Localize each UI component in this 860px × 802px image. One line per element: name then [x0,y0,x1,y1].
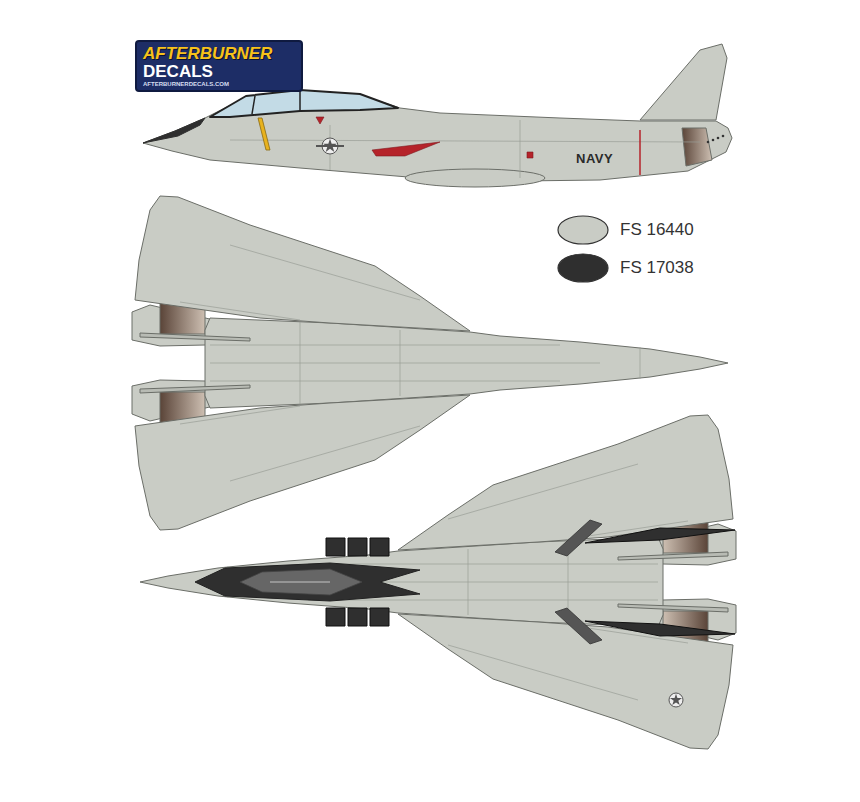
weapon-pallet [370,538,389,556]
legend-entry: FS 16440 [555,214,694,246]
vertical-fin-edge [140,333,250,341]
color-swatch [555,252,611,284]
vent-dot [712,139,715,142]
anti-glare-panel [143,118,205,143]
swatch-ellipse [558,216,608,244]
ventral-fin [585,621,735,636]
engine-nozzle [682,128,712,166]
flap-line [448,464,638,519]
fuselage-plan [205,318,728,408]
panel-line [210,381,560,382]
logo-word: AFTERBURNER [143,45,295,63]
glove-fairing [555,520,602,556]
drop-tank [405,169,545,187]
flap-line [230,245,420,300]
web-address: AFTERBURNERDECALS.COM [143,81,295,87]
national-insignia [669,693,683,707]
warning-mark [316,117,324,124]
legend-text: FS 16440 [620,220,694,240]
canopy-frame [299,91,301,111]
canopy [210,90,398,117]
weapon-pallet [326,608,345,626]
insignia-star [670,694,682,705]
vent-dot [722,135,725,138]
swept-wing [135,395,470,530]
weapon-pallet [326,538,345,556]
vertical-fin [640,44,727,120]
bottom-view [140,415,736,749]
panel-line [300,322,301,404]
fuselage-marking: NAVY [576,151,613,166]
swept-wing [135,196,470,331]
panel-line [210,345,560,346]
panel-line [308,564,658,565]
glove-fairing [555,608,602,644]
panel-line [468,549,469,615]
radome-seam [640,347,641,379]
sensor-line [270,582,330,583]
sensor-panel [240,569,362,595]
flap-line [180,302,300,320]
vertical-fin-edge [618,604,728,612]
flap-line [448,645,638,700]
vertical-fin-edge [140,385,250,393]
legend-entry: FS 17038 [555,252,694,284]
logo-word: DECALS [143,63,295,81]
panel-line [400,330,401,396]
panel-line [520,120,521,178]
weapon-pallet [348,538,367,556]
legend-text: FS 17038 [620,258,694,278]
logo-box: AFTERBURNERDECALSAFTERBURNERDECALS.COM [135,40,303,92]
fuselage-side [143,91,732,181]
panel-line [308,600,658,601]
centre-line [268,582,658,583]
radome-underside [195,563,420,601]
flap-line [230,426,420,481]
swatch-ellipse [558,254,608,282]
boarding-ladder [258,118,270,150]
vent-dot [717,137,720,140]
fuselage-plan [140,537,663,627]
ventral-fin [585,528,735,543]
centre-line [210,363,600,364]
red-stripe [372,142,440,156]
canopy-frame [252,96,255,114]
panel-line [230,140,700,142]
vent-dot [707,141,710,144]
insignia-bar [316,145,344,147]
color-swatch [555,214,611,246]
weapon-pallet [370,608,389,626]
weapon-pallet [348,608,367,626]
warning-mark [527,152,533,158]
red-tail-band [639,130,641,175]
vertical-fin-edge [618,552,728,560]
flap-line [180,406,300,424]
